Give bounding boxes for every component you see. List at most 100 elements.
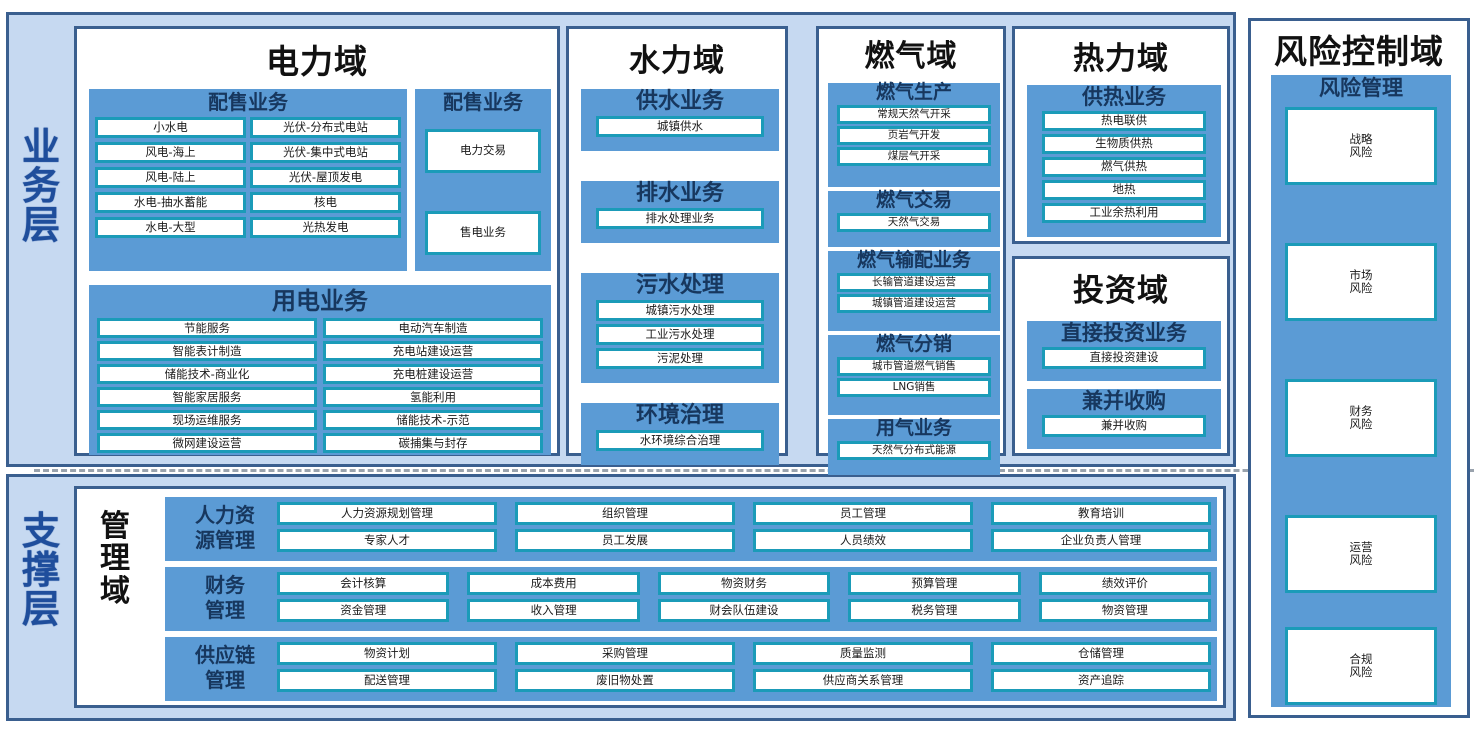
tile-hr-2[interactable]: 专家人才 [277,529,497,552]
tile-sc-1[interactable]: 物资计划 [277,642,497,665]
tile-power-usage-9[interactable]: 充电桩建设运营 [323,364,543,385]
domain-title-heat: 热力域 [1073,41,1169,77]
group-title-heat-supply: 供热业务 [1082,85,1166,109]
tile-fin-7[interactable]: 预算管理 [848,572,1021,595]
tile-gas-distribution-1[interactable]: 城市管道燃气销售 [837,356,991,376]
domain-title-investment: 投资域 [1073,273,1169,309]
tile-power-usage-11[interactable]: 储能技术-示范 [323,410,543,431]
layer-divider [34,469,1474,472]
tile-fin-4[interactable]: 收入管理 [467,599,640,622]
tile-heat-supply-2[interactable]: 生物质供热 [1042,134,1206,155]
tile-water-environment-1[interactable]: 水环境综合治理 [596,430,764,452]
group-power-sale: 配售业务 电力交易 售电业务 [415,89,551,271]
tile-gas-production-1[interactable]: 常规天然气开采 [837,104,991,124]
tile-gas-trading-1[interactable]: 天然气交易 [837,212,991,232]
tile-gas-production-3[interactable]: 煤层气开采 [837,146,991,166]
business-layer-label: 业务层 [21,125,60,247]
group-title-water-sewage: 污水处理 [635,273,724,298]
tile-risk-market[interactable]: 市场 风险 [1285,243,1437,321]
tile-power-retail-6[interactable]: 光伏-分布式电站 [250,117,401,138]
tile-power-usage-3[interactable]: 储能技术-商业化 [97,364,317,385]
tile-sc-3[interactable]: 采购管理 [515,642,735,665]
group-water-supply: 供水业务 城镇供水 [581,89,779,151]
tile-power-retail-1[interactable]: 小水电 [95,117,246,138]
tile-risk-financial[interactable]: 财务 风险 [1285,379,1437,457]
tile-power-usage-4[interactable]: 智能家居服务 [97,387,317,408]
group-water-environment: 环境治理 水环境综合治理 [581,403,779,465]
tile-fin-5[interactable]: 物资财务 [657,572,831,595]
tile-power-usage-10[interactable]: 氢能利用 [323,387,543,408]
tile-power-usage-7[interactable]: 电动汽车制造 [323,318,543,339]
tile-power-usage-5[interactable]: 现场运维服务 [97,410,317,431]
tile-water-supply-1[interactable]: 城镇供水 [596,116,764,138]
tile-power-sale-1[interactable]: 电力交易 [425,129,541,173]
tile-power-retail-5[interactable]: 水电-大型 [95,217,246,238]
tile-gas-usage-1[interactable]: 天然气分布式能源 [837,440,991,460]
tile-power-retail-4[interactable]: 水电-抽水蓄能 [95,192,246,213]
tile-heat-supply-5[interactable]: 工业余热利用 [1042,203,1206,224]
tile-water-sewage-2[interactable]: 工业污水处理 [596,324,764,346]
tile-direct-investment-1[interactable]: 直接投资建设 [1042,347,1206,370]
tile-power-usage-1[interactable]: 节能服务 [97,318,317,339]
tile-hr-5[interactable]: 员工管理 [753,502,973,525]
tile-risk-operational[interactable]: 运营 风险 [1285,515,1437,593]
tile-hr-4[interactable]: 员工发展 [515,529,735,552]
tile-gas-transmission-2[interactable]: 城镇管道建设运营 [837,293,991,313]
group-water-sewage: 污水处理 城镇污水处理 工业污水处理 污泥处理 [581,273,779,383]
group-title-gas-transmission: 燃气输配业务 [856,249,971,271]
group-title-water-environment: 环境治理 [635,403,724,428]
tile-power-retail-3[interactable]: 风电-陆上 [95,167,246,188]
tile-power-retail-7[interactable]: 光伏-集中式电站 [250,142,401,163]
tile-sc-8[interactable]: 资产追踪 [991,669,1211,692]
tile-water-drainage-1[interactable]: 排水处理业务 [596,208,764,230]
tile-sc-7[interactable]: 仓储管理 [991,642,1211,665]
tile-power-retail-8[interactable]: 光伏-屋顶发电 [250,167,401,188]
group-heat-supply: 供热业务 热电联供 生物质供热 燃气供热 地热 工业余热利用 [1027,85,1221,237]
tile-heat-supply-3[interactable]: 燃气供热 [1042,157,1206,178]
tile-sc-5[interactable]: 质量监测 [753,642,973,665]
tile-fin-3[interactable]: 成本费用 [467,572,640,595]
domain-card-water: 水力域 供水业务 城镇供水 排水业务 排水处理业务 污水处理 城镇污水处理 工业… [566,26,788,465]
tile-fin-8[interactable]: 税务管理 [848,599,1021,622]
tile-sc-2[interactable]: 配送管理 [277,669,497,692]
tile-sc-4[interactable]: 废旧物处置 [515,669,735,692]
group-title-gas-trading: 燃气交易 [875,189,952,211]
tile-hr-1[interactable]: 人力资源规划管理 [277,502,497,525]
mgmt-row-label-finance: 财务 管理 [205,573,245,622]
domain-title-water: 水力域 [629,43,725,79]
group-title-gas-distribution: 燃气分销 [875,333,952,355]
domain-title-power: 电力域 [266,42,368,81]
tile-heat-supply-1[interactable]: 热电联供 [1042,111,1206,132]
tile-merger-acquisition-1[interactable]: 兼并收购 [1042,415,1206,438]
tile-gas-distribution-2[interactable]: LNG销售 [837,377,991,397]
tile-power-retail-9[interactable]: 核电 [250,192,401,213]
tile-heat-supply-4[interactable]: 地热 [1042,180,1206,201]
tile-power-usage-12[interactable]: 碳捕集与封存 [323,433,543,454]
tile-power-usage-6[interactable]: 微网建设运营 [97,433,317,454]
tile-power-retail-10[interactable]: 光热发电 [250,217,401,238]
tile-sc-6[interactable]: 供应商关系管理 [753,669,973,692]
tile-power-usage-2[interactable]: 智能表计制造 [97,341,317,362]
tile-fin-1[interactable]: 会计核算 [277,572,450,595]
tile-gas-transmission-1[interactable]: 长输管道建设运营 [837,272,991,292]
group-merger-acquisition: 兼并收购 兼并收购 [1027,389,1221,449]
tile-fin-6[interactable]: 财会队伍建设 [657,599,831,622]
tile-hr-6[interactable]: 人员绩效 [753,529,973,552]
tile-fin-9[interactable]: 绩效评价 [1038,572,1212,595]
tile-hr-3[interactable]: 组织管理 [515,502,735,525]
tile-power-sale-2[interactable]: 售电业务 [425,211,541,255]
tile-risk-compliance[interactable]: 合规 风险 [1285,627,1437,705]
tile-risk-strategic[interactable]: 战略 风险 [1285,107,1437,185]
tile-fin-2[interactable]: 资金管理 [277,599,450,622]
tile-power-retail-2[interactable]: 风电-海上 [95,142,246,163]
tile-fin-10[interactable]: 物资管理 [1038,599,1212,622]
tile-gas-production-2[interactable]: 页岩气开发 [837,125,991,145]
mgmt-row-finance: 财务 管理 会计核算 资金管理 成本费用 收入管理 物资财务 财会队伍建设 预算… [165,567,1217,631]
tile-power-usage-8[interactable]: 充电站建设运营 [323,341,543,362]
tile-water-sewage-1[interactable]: 城镇污水处理 [596,300,764,322]
tile-hr-8[interactable]: 企业负责人管理 [991,529,1211,552]
group-gas-distribution: 燃气分销 城市管道燃气销售 LNG销售 [828,333,1000,415]
tile-hr-7[interactable]: 教育培训 [991,502,1211,525]
tile-water-sewage-3[interactable]: 污泥处理 [596,348,764,370]
